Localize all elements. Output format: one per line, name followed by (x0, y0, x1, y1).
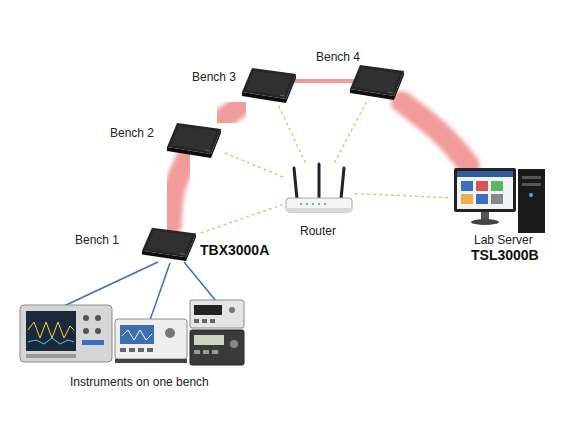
server-label: Lab Server (474, 233, 533, 247)
network-ring (298, 80, 348, 82)
bench-device-art (165, 120, 223, 160)
network-ring (171, 160, 186, 225)
caption-label: Instruments on one bench (70, 375, 209, 389)
router-label: Router (300, 224, 336, 238)
bench-label: Bench 2 (110, 126, 154, 140)
wireless-link (223, 152, 283, 177)
bench-device-art (240, 65, 298, 105)
instrument-cable (64, 262, 158, 306)
router-art (283, 163, 355, 221)
bench-device-art (140, 225, 198, 263)
bench-device: Bench 2 (165, 120, 223, 160)
oscilloscope (20, 305, 112, 362)
network-ring (402, 102, 469, 165)
bench-device: Bench 4 (348, 62, 406, 102)
bench-label: Bench 3 (192, 70, 236, 84)
multimeter-stack (190, 300, 244, 365)
router: Router (283, 163, 355, 221)
wireless-link (278, 105, 305, 163)
model-label: TSL3000B (471, 247, 539, 263)
bench-label: Bench 4 (316, 50, 360, 64)
wireless-link (355, 194, 452, 198)
bench-device-art (348, 62, 406, 102)
bench-label: Bench 1 (75, 233, 119, 247)
instrument-cable (184, 262, 216, 301)
model-label: TBX3000A (200, 242, 269, 258)
lab-server: Lab ServerTSL3000B (452, 165, 547, 235)
wireless-link (198, 204, 283, 233)
bench-device: Bench 3 (240, 65, 298, 105)
instrument-cable (150, 263, 170, 320)
wireless-link (334, 102, 366, 163)
lab-server-art (452, 165, 547, 235)
network-ring (221, 105, 241, 120)
bench-device: Bench 1TBX3000A (140, 225, 198, 263)
function-generator (115, 319, 187, 363)
